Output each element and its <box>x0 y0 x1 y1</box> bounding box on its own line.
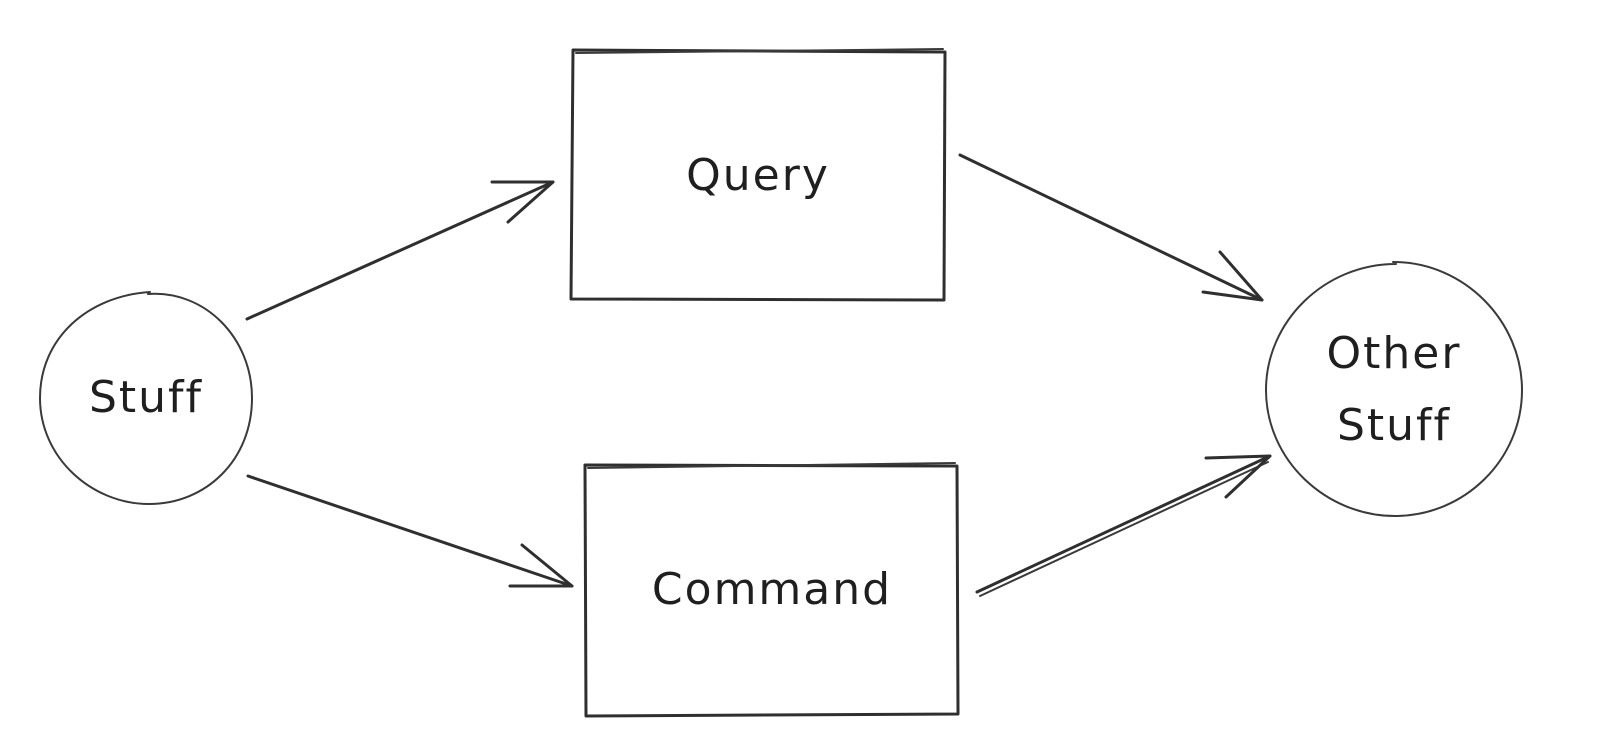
arrow-query-to-other-stuff <box>958 153 1264 302</box>
arrow-stuff-to-query <box>245 180 555 321</box>
arrow-stuff-to-command <box>246 474 574 588</box>
other-stuff-label-line1: Other <box>1327 328 1462 379</box>
query-label: Query <box>686 150 830 201</box>
arrow-command-to-other-stuff <box>975 454 1272 597</box>
stuff-label: Stuff <box>89 372 203 423</box>
command-label: Command <box>652 564 892 615</box>
stuff-node: Stuff <box>39 291 253 505</box>
other-stuff-node: Other Stuff <box>1265 261 1523 517</box>
command-node: Command <box>583 462 960 718</box>
other-stuff-label-line2: Stuff <box>1337 400 1451 451</box>
query-node: Query <box>569 48 947 302</box>
